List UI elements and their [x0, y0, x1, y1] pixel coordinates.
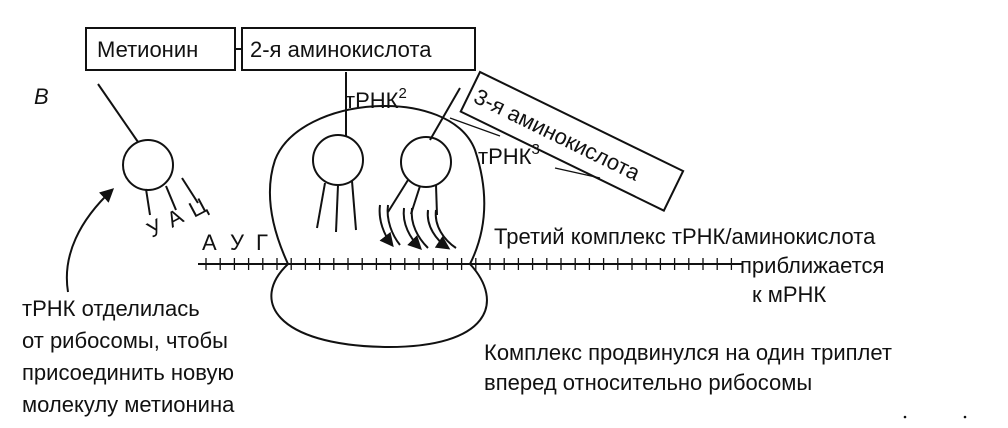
left-note-line-2: от рибосомы, чтобы: [22, 328, 228, 353]
trna-3-leader-2: [449, 117, 501, 137]
mrna-ticks: [205, 258, 733, 270]
methionine-label: Метионин: [97, 37, 198, 62]
anticodon-base-2: А: [163, 203, 188, 232]
speck-2: [963, 415, 967, 419]
third-complex-caption: Третий комплекс тРНК/аминокислота прибли…: [494, 224, 884, 307]
third-complex-line-2: приближается: [740, 253, 884, 278]
motion-arrows: [378, 204, 457, 250]
mrna-codon-aug: А У Г: [202, 230, 268, 255]
mrna-base-1: А: [202, 230, 217, 255]
departed-trna: [97, 83, 199, 216]
speck-1: [903, 415, 907, 419]
panel-letter: В: [34, 84, 49, 109]
ribosome-small-subunit: [270, 263, 488, 349]
trna-3-leader: [554, 167, 601, 179]
left-note-line-1: тРНК отделилась: [22, 296, 200, 321]
third-complex-line-1: Третий комплекс тРНК/аминокислота: [494, 224, 876, 249]
anticodon-base-3: Ц: [185, 193, 211, 223]
anticodon-base-1: У: [143, 213, 168, 242]
anticodon: У А Ц: [143, 193, 211, 243]
amino-acid-2-box: 2-я аминокислота: [241, 27, 476, 71]
left-note-line-3: присоединить новую: [22, 360, 234, 385]
third-complex-line-3: к мРНК: [752, 282, 826, 307]
left-note-arrow: [65, 188, 115, 293]
trna-3-superscript: 3: [531, 141, 539, 158]
mrna-base-3: Г: [256, 230, 268, 255]
trna-2-label: тРНК2: [345, 85, 407, 113]
trna-2: [312, 72, 364, 233]
left-note-caption: тРНК отделилась от рибосомы, чтобы присо…: [22, 296, 235, 417]
amino-acid-2-label: 2-я аминокислота: [250, 37, 432, 62]
trna-3-label: тРНК3: [478, 141, 540, 169]
ribosome-large-subunit: [268, 105, 486, 265]
trna-2-superscript: 2: [398, 85, 406, 102]
moved-line-2: вперед относительно рибосомы: [484, 370, 812, 395]
amino-acid-3-box: 3-я аминокислота: [459, 70, 685, 212]
moved-caption: Комплекс продвинулся на один триплет впе…: [484, 340, 892, 395]
mrna-base-2: У: [230, 230, 245, 255]
moved-line-1: Комплекс продвинулся на один триплет: [484, 340, 892, 365]
left-note-line-4: молекулу метионина: [22, 392, 235, 417]
methionine-box: Метионин: [85, 27, 236, 71]
